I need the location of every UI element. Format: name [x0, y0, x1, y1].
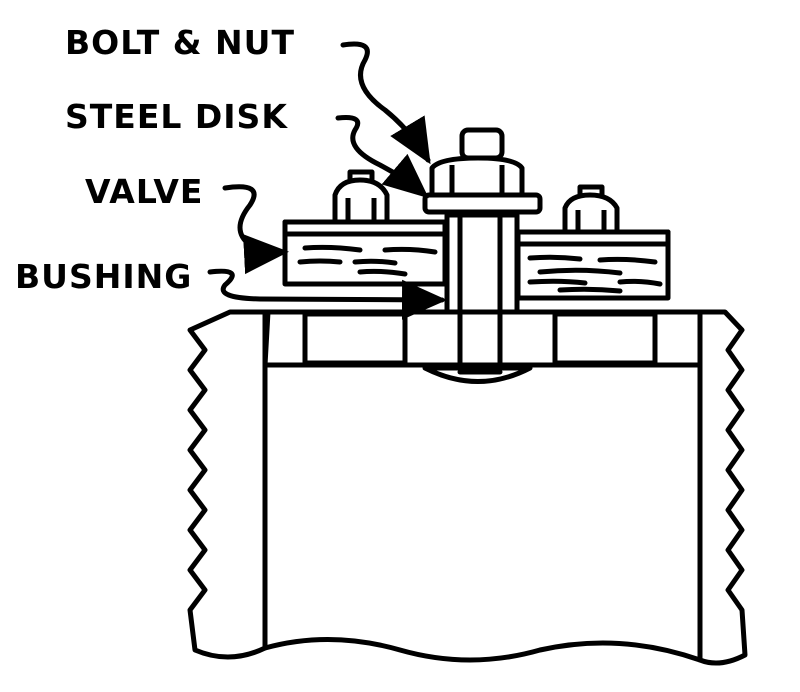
- leader-bolt-nut: [340, 41, 431, 165]
- valve-left: [282, 219, 448, 287]
- leader-bushing: [207, 268, 447, 320]
- small-nut-right: [562, 184, 620, 235]
- pipe: [187, 309, 748, 666]
- leader-steel-disk: [335, 115, 429, 199]
- leader-valve: [222, 184, 289, 275]
- seat-plate: [262, 309, 703, 384]
- small-nut-left: [332, 169, 390, 225]
- label-bolt-nut: BOLT & NUT: [65, 23, 295, 62]
- screw-head: [422, 365, 533, 384]
- label-steel-disk: STEEL DISK: [65, 97, 288, 136]
- label-bushing: BUSHING: [15, 257, 192, 296]
- pipe-bottom-edge: [262, 637, 703, 663]
- label-valve: VALVE: [85, 172, 203, 211]
- port-hole-right: [552, 311, 658, 366]
- main-nut: [429, 155, 525, 198]
- bolt-end: [459, 127, 505, 161]
- port-hole-left: [302, 311, 408, 366]
- pipe-right-wall: [697, 309, 748, 666]
- pipe-left-wall: [187, 309, 271, 660]
- steel-disk: [422, 192, 543, 215]
